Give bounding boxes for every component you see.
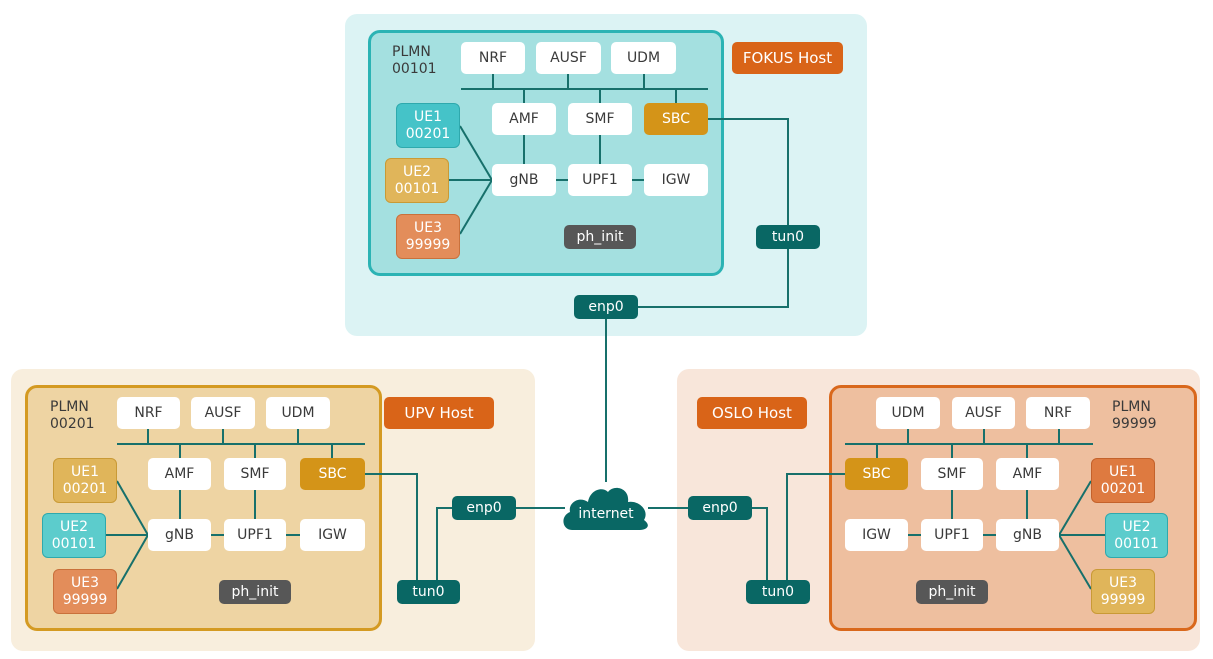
oslo-ue1[interactable]: UE1 00201 xyxy=(1091,458,1155,503)
ue-plmn: 00201 xyxy=(405,125,451,142)
oslo-link-tun0-enp0 xyxy=(752,507,768,580)
oslo-ue3[interactable]: UE3 99999 xyxy=(1091,569,1155,614)
fokus-sbc-node[interactable]: SBC xyxy=(644,103,708,135)
fokus-udm-node[interactable]: UDM xyxy=(611,42,676,74)
upv-ausf-node[interactable]: AUSF xyxy=(191,397,255,429)
oslo-sbc-node[interactable]: SBC xyxy=(845,458,908,490)
oslo-link-gnb-ue3 xyxy=(1058,534,1092,590)
upv-enp0[interactable]: enp0 xyxy=(452,496,516,520)
fokus-igw-node[interactable]: IGW xyxy=(644,164,708,196)
oslo-ausf-node[interactable]: AUSF xyxy=(952,397,1015,429)
ue-name: UE2 xyxy=(1122,518,1151,535)
fokus-nrf-node[interactable]: NRF xyxy=(461,42,525,74)
ue-name: UE2 xyxy=(60,518,88,535)
oslo-ue2[interactable]: UE2 00101 xyxy=(1105,513,1168,558)
fokus-ue3[interactable]: UE3 99999 xyxy=(396,214,460,259)
upv-host-label: UPV Host xyxy=(384,397,494,429)
fokus-amf-node[interactable]: AMF xyxy=(492,103,556,135)
ue-plmn: 00201 xyxy=(1100,480,1146,497)
oslo-host-label: OSLO Host xyxy=(697,397,807,429)
fokus-ausf-node[interactable]: AUSF xyxy=(536,42,601,74)
ue-plmn: 00101 xyxy=(1114,535,1159,552)
oslo-amf-node[interactable]: AMF xyxy=(996,458,1059,490)
ue-plmn: 00101 xyxy=(51,535,97,552)
plmn-title: PLMN xyxy=(50,399,89,415)
upv-udm-node[interactable]: UDM xyxy=(266,397,330,429)
ue-plmn: 99999 xyxy=(1100,591,1146,608)
ue-name: UE3 xyxy=(1109,574,1137,591)
plmn-id: 00201 xyxy=(50,416,95,432)
upv-gnb-node[interactable]: gNB xyxy=(148,519,211,551)
ue-plmn: 00101 xyxy=(394,180,440,197)
plmn-id: 00101 xyxy=(392,61,437,77)
plmn-title: PLMN xyxy=(392,44,431,60)
upv-link-ue1-gnb xyxy=(116,480,149,536)
fokus-link-ue1-gnb xyxy=(459,125,493,181)
fokus-ue2[interactable]: UE2 00101 xyxy=(385,158,449,203)
ue-name: UE1 xyxy=(71,463,99,480)
fokus-link-ue3-gnb xyxy=(459,179,493,235)
upv-ue2[interactable]: UE2 00101 xyxy=(42,513,106,558)
upv-nrf-node[interactable]: NRF xyxy=(117,397,180,429)
upv-link-ue3-gnb xyxy=(116,534,149,590)
cloud-shape xyxy=(563,487,648,530)
oslo-enp0[interactable]: enp0 xyxy=(688,496,752,520)
upv-tun0[interactable]: tun0 xyxy=(397,580,460,604)
plmn-id: 99999 xyxy=(1112,416,1157,432)
upv-ue1[interactable]: UE1 00201 xyxy=(53,458,117,503)
oslo-tun0[interactable]: tun0 xyxy=(746,580,810,604)
upv-plmn-label: PLMN 00201 xyxy=(50,399,95,433)
fokus-host-label: FOKUS Host xyxy=(732,42,843,74)
oslo-gnb-node[interactable]: gNB xyxy=(996,519,1059,551)
upv-amf-node[interactable]: AMF xyxy=(148,458,211,490)
fokus-upf-node[interactable]: UPF1 xyxy=(568,164,632,196)
fokus-gnb-node[interactable]: gNB xyxy=(492,164,556,196)
oslo-ph-init[interactable]: ph_init xyxy=(916,580,988,604)
oslo-smf-node[interactable]: SMF xyxy=(921,458,983,490)
oslo-plmn-label: PLMN 99999 xyxy=(1112,399,1157,433)
ue-name: UE2 xyxy=(403,163,431,180)
cloud-icon[interactable] xyxy=(558,478,654,534)
plmn-title: PLMN xyxy=(1112,399,1151,415)
oslo-igw-node[interactable]: IGW xyxy=(845,519,908,551)
fokus-link-tun0-enp0 xyxy=(638,249,789,308)
fokus-ph-init[interactable]: ph_init xyxy=(564,225,636,249)
ue-plmn: 00201 xyxy=(62,480,108,497)
upv-link-tun0-enp0 xyxy=(436,507,452,580)
fokus-smf-node[interactable]: SMF xyxy=(568,103,632,135)
ue-name: UE3 xyxy=(414,219,442,236)
ue-name: UE1 xyxy=(1109,463,1137,480)
ue-plmn: 99999 xyxy=(405,236,451,253)
oslo-link-sbc-tun0 xyxy=(786,473,845,580)
upv-ph-init[interactable]: ph_init xyxy=(219,580,291,604)
upv-sbc-node[interactable]: SBC xyxy=(300,458,365,490)
oslo-nrf-node[interactable]: NRF xyxy=(1026,397,1090,429)
ue-name: UE3 xyxy=(71,574,99,591)
fokus-ue1[interactable]: UE1 00201 xyxy=(396,103,460,148)
fokus-plmn-label: PLMN 00101 xyxy=(392,44,437,78)
fokus-link-sbc-tun0 xyxy=(708,118,789,225)
oslo-udm-node[interactable]: UDM xyxy=(876,397,940,429)
oslo-link-gnb-ue1 xyxy=(1058,480,1092,536)
oslo-upf-node[interactable]: UPF1 xyxy=(921,519,983,551)
ue-name: UE1 xyxy=(414,108,442,125)
upv-ue3[interactable]: UE3 99999 xyxy=(53,569,117,614)
upv-link-sbc-tun0 xyxy=(365,473,418,580)
fokus-enp0[interactable]: enp0 xyxy=(574,295,638,319)
fokus-tun0[interactable]: tun0 xyxy=(756,225,820,249)
upv-igw-node[interactable]: IGW xyxy=(300,519,365,551)
internet-label: internet xyxy=(578,506,634,522)
upv-upf-node[interactable]: UPF1 xyxy=(224,519,286,551)
upv-smf-node[interactable]: SMF xyxy=(224,458,286,490)
ue-plmn: 99999 xyxy=(62,591,108,608)
